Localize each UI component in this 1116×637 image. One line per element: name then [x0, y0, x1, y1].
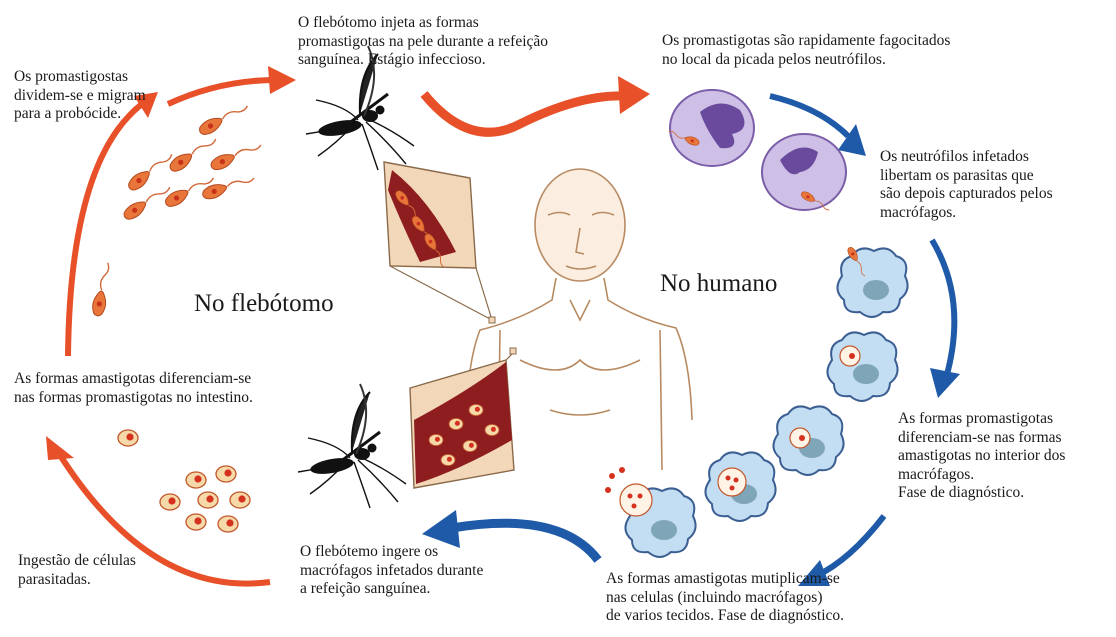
neutrophil-2	[762, 134, 846, 213]
sandfly-region-label: No flebótomo	[194, 290, 334, 318]
step-multiply: As formas amastigotas mutiplicam-se nas …	[606, 570, 844, 626]
arrow-bite-to-skin	[424, 94, 626, 132]
step-neutrophils-release: Os neutrófilos infetados libertam os par…	[880, 148, 1053, 222]
step-injection: O flebótomo injeta as formas promastigot…	[298, 14, 548, 70]
macrophage-1	[837, 246, 907, 317]
arrow-head	[930, 368, 960, 398]
macrophage-2	[827, 332, 897, 401]
arrow-head	[46, 436, 74, 460]
amastigote-gut	[118, 430, 138, 446]
step-diff-promastigotes: As formas amastigotas diferenciam-se nas…	[14, 370, 253, 407]
macrophage-3	[773, 406, 843, 475]
step-phagocytosis: Os promastigotas são rapidamente fagocit…	[662, 32, 950, 69]
arrow-gut-to-proboscis	[68, 104, 142, 356]
step-divide-migrate: Os promastigostas dividem-se e migram pa…	[14, 68, 146, 124]
ingested-amastigotes	[160, 466, 250, 532]
arrow-neutrophil-release	[770, 96, 848, 136]
arrow-head	[618, 76, 650, 114]
promastigote-gut	[91, 261, 113, 316]
arrow-to-multiply	[816, 516, 884, 576]
arrow-proboscis-to-bite	[168, 80, 276, 104]
macrophage-4	[705, 452, 775, 521]
arrow-to-macrophage	[932, 240, 954, 378]
sandfly-bottom-icon	[298, 384, 406, 508]
step-diff-amastigotes: As formas promastigotas diferenciam-se n…	[898, 410, 1065, 503]
step-ingestion: Ingestão de células parasitadas.	[18, 552, 136, 589]
feeding-inset	[410, 348, 516, 488]
neutrophil-1	[667, 90, 754, 166]
bite-inset	[384, 162, 495, 323]
macrophage-5-bursting	[605, 467, 696, 557]
arrow-head	[268, 66, 296, 94]
step-sandfly-ingests: O flebótemo ingere os macrófagos infetad…	[300, 543, 483, 599]
human-region-label: No humano	[660, 270, 777, 298]
